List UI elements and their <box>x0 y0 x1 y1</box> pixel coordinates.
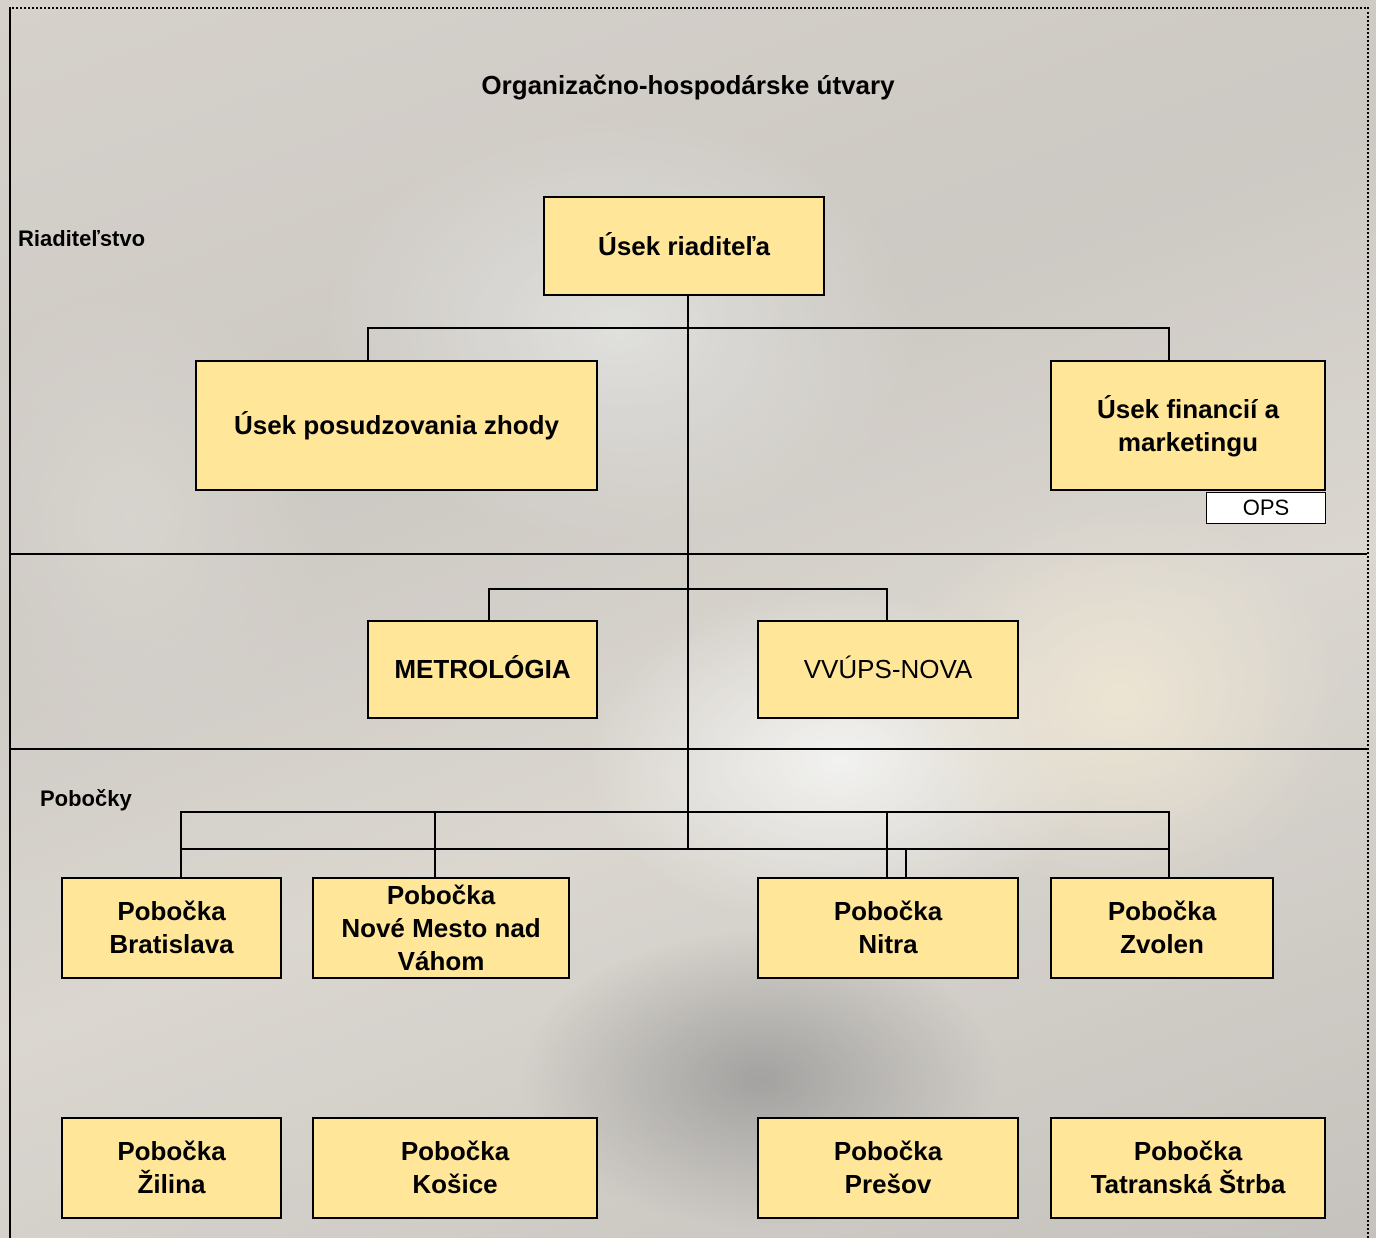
connector-nitra <box>886 811 888 877</box>
node-zvolen: Pobočka Zvolen <box>1050 877 1274 979</box>
node-finance: Úsek financií a marketingu <box>1050 360 1326 491</box>
connector-metrology <box>488 588 490 620</box>
node-zilina: Pobočka Žilina <box>61 1117 282 1219</box>
connector-zvolen <box>1168 811 1170 877</box>
connector-branches-row1 <box>180 811 1170 813</box>
connector-vvups <box>886 588 888 620</box>
node-director: Úsek riaditeľa <box>543 196 825 296</box>
section-label-direction: Riaditeľstvo <box>18 226 146 251</box>
node-metrology: METROLÓGIA <box>367 620 598 719</box>
main-trunk-line <box>687 295 689 850</box>
section-label-branches: Pobočky <box>40 786 132 811</box>
node-tatranska: Pobočka Tatranská Štrba <box>1050 1117 1326 1219</box>
connector-branches-row2 <box>180 848 1170 850</box>
connector-conformity <box>367 327 369 360</box>
frame-top <box>9 7 1369 9</box>
node-ops: OPS <box>1206 492 1326 524</box>
node-presov: Pobočka Prešov <box>757 1117 1019 1219</box>
node-kosice: Pobočka Košice <box>312 1117 598 1219</box>
node-nitra: Pobočka Nitra <box>757 877 1019 979</box>
connector-level1 <box>367 327 1170 329</box>
frame-left <box>9 7 11 1238</box>
node-vvups: VVÚPS-NOVA <box>757 620 1019 719</box>
connector-bratislava <box>180 811 182 877</box>
node-conformity: Úsek posudzovania zhody <box>195 360 598 491</box>
node-bratislava: Pobočka Bratislava <box>61 877 282 979</box>
connector-finance <box>1168 327 1170 360</box>
connector-nove-mesto <box>434 811 436 877</box>
connector-level2 <box>488 588 888 590</box>
chart-title: Organizačno-hospodárske útvary <box>481 70 895 100</box>
frame-right <box>1367 7 1369 1238</box>
node-nove-mesto: Pobočka Nové Mesto nad Váhom <box>312 877 570 979</box>
